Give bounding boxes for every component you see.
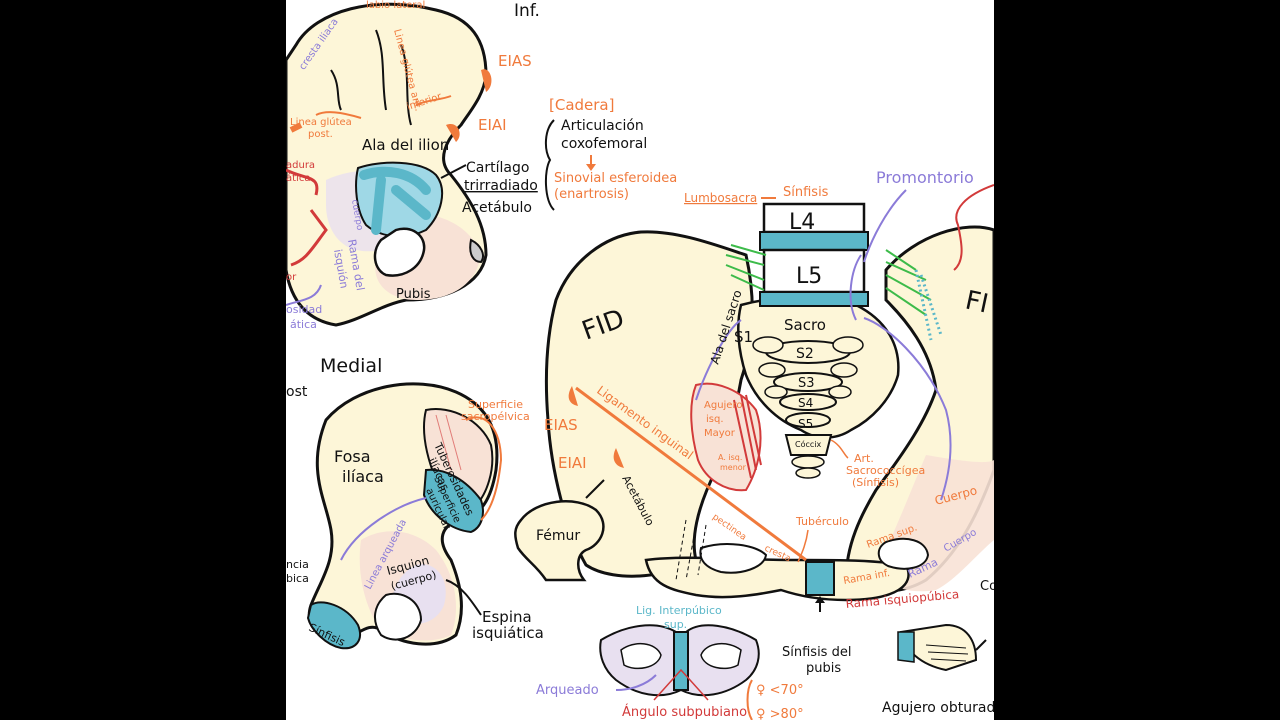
label-eiai-pelvis: EIAI <box>558 454 587 472</box>
label-s1: S1 <box>734 328 753 346</box>
cartilago-trirradiado <box>359 166 431 235</box>
label-agujero-obturado: Agujero obturado <box>882 700 994 716</box>
label-superficie-sacro-2: sacropélvica <box>461 410 530 423</box>
right-obturator <box>877 537 930 570</box>
femur-head <box>514 500 605 582</box>
left-obturator <box>699 543 768 574</box>
label-promontorio: Promontorio <box>876 168 974 187</box>
label-tuberosidad-1: osidad <box>286 303 322 316</box>
label-agujero-3: Mayor <box>704 428 736 439</box>
label-agujero-menor-2: menor <box>720 463 747 472</box>
superficie-auricular <box>422 468 484 534</box>
label-espina-1: Espina <box>482 608 532 626</box>
label-escotadura-2: ática <box>286 172 310 184</box>
label-ala-ilion: Ala del ilion <box>362 136 449 154</box>
label-cartilago-2: trirradiado <box>464 178 538 194</box>
label-angle-male: ♀ >80° <box>756 707 804 720</box>
label-superficie-sacro-1: Superficie <box>468 398 523 411</box>
label-sacro: Sacro <box>784 316 826 334</box>
inguinal-ligament-line <box>575 386 807 562</box>
label-fosa-1: Fosa <box>334 447 371 466</box>
label-agujero-1: Agujero <box>704 400 742 411</box>
label-linea-glutea-post-1: Linea glútea <box>290 116 352 128</box>
label-l4: L4 <box>789 210 815 235</box>
label-arqueado: Arqueado <box>536 683 599 698</box>
label-co: Co <box>980 579 994 594</box>
label-labio-lateral: labio lateral <box>366 0 425 11</box>
label-pubis-top: Pubis <box>396 287 431 302</box>
label-articulacion: Articulación <box>561 118 644 134</box>
label-acetabulo-top: Acetábulo <box>462 200 532 216</box>
label-sinfisis-top: Sínfisis <box>783 185 829 200</box>
label-agujero-menor-1: A. isq. <box>718 453 742 462</box>
iliolumbar-ligaments <box>725 244 932 316</box>
label-coxofemoral: coxofemoral <box>561 136 647 152</box>
label-sinovial-2: (enartrosis) <box>554 187 629 202</box>
pelvis-anterior: Lumbosacra Sínfisis Promontorio L4 L5 FI… <box>514 168 994 676</box>
label-l5: L5 <box>796 264 822 289</box>
label-s2: S2 <box>796 346 814 362</box>
label-agujero-2: isq. <box>706 414 724 425</box>
l5-s1-disc <box>759 291 869 307</box>
label-eminencia-2: bica <box>286 572 309 585</box>
label-art-1: Art. <box>854 452 874 465</box>
coccyx <box>784 434 833 456</box>
s3-segment <box>773 372 843 392</box>
label-eminencia-1: ncia <box>286 558 309 571</box>
label-fosa-2: ilíaca <box>342 467 384 486</box>
label-tuberosidad-2: ática <box>290 318 317 331</box>
label-s3: S3 <box>798 376 815 391</box>
cadera-notes: [Cadera] Articulación coxofemoral Sinovi… <box>544 96 677 211</box>
label-sinfisis-pubis-2: pubis <box>806 661 841 676</box>
label-angulo-subpubiano: Ángulo subpubiano <box>622 704 747 720</box>
label-cartilago-1: Cartílago <box>466 160 529 176</box>
label-femur: Fémur <box>536 528 580 544</box>
s5-segment <box>785 412 831 428</box>
label-s5: S5 <box>798 417 813 431</box>
label-lig-interpubico-2: sup. <box>664 618 687 631</box>
label-lig-interpubico-1: Lig. Interpúbico <box>636 604 722 617</box>
obturator-foramen-medial <box>374 592 423 641</box>
label-coccix: Cóccix <box>795 439 822 449</box>
hip-bone-medial: Medial ost Fosa ilíaca Superficie sacrop… <box>286 355 544 650</box>
label-escotadura-1: adura <box>286 160 315 171</box>
label-s4: S4 <box>798 396 813 410</box>
sinfisis-medial <box>306 601 361 650</box>
pubic-symphysis <box>805 561 835 596</box>
hip-bone-lateral: Inf. labio lateral cresta iliaca Linea g… <box>286 0 540 331</box>
pelvis-anatomy-drawing: Inf. labio lateral cresta iliaca Linea g… <box>286 0 994 720</box>
label-eiai-top: EIAI <box>478 116 507 134</box>
label-eias-pelvis: EIAS <box>544 416 578 434</box>
whiteboard-canvas: Inf. labio lateral cresta iliaca Linea g… <box>286 0 994 720</box>
label-post: ost <box>286 384 308 400</box>
label-medial: Medial <box>320 355 382 377</box>
label-sinfisis-pubis-1: Sínfisis del <box>782 645 851 660</box>
subpubic-angle-detail: Lig. Interpúbico sup. Arqueado Ángulo su… <box>536 579 994 720</box>
label-angle-female: ♀ <70° <box>756 683 804 698</box>
label-art-2: Sacrococcígea <box>846 464 925 477</box>
label-cadera: [Cadera] <box>549 96 614 114</box>
label-pectinea: pectinea <box>710 512 748 543</box>
label-lumbosacra: Lumbosacra <box>684 191 757 205</box>
label-inf: Inf. <box>514 1 540 21</box>
label-tuberculo: Tubérculo <box>795 515 849 528</box>
label-eias-top: EIAS <box>498 52 532 70</box>
label-espina-2: isquiática <box>472 624 544 642</box>
label-sinovial-1: Sinovial esferoidea <box>554 171 677 186</box>
symphysis-detail <box>673 631 689 691</box>
label-art-3: (Sínfisis) <box>852 476 899 489</box>
s4-segment <box>779 393 837 411</box>
label-linea-glutea-post-2: post. <box>308 129 333 140</box>
obturator-foramen-lateral <box>373 227 426 277</box>
label-or: or <box>286 272 297 283</box>
